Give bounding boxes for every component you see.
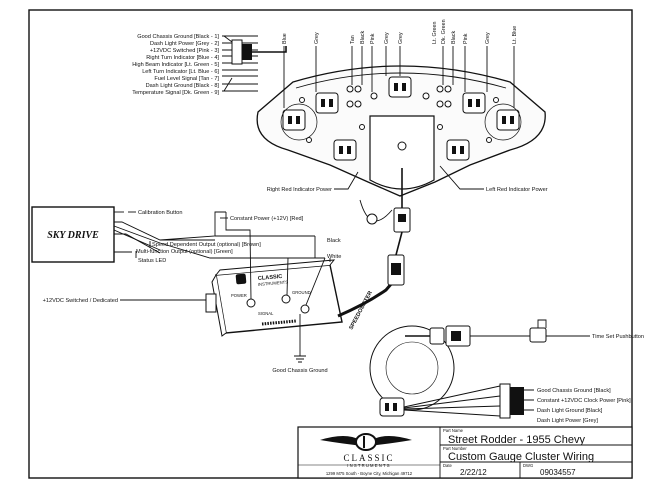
connector-pin-labels: Good Chassis Ground [Black - 1] Dash Lig… — [132, 34, 219, 96]
time-set-pushbutton — [529, 327, 547, 343]
gauge-socket-left-1 — [282, 109, 306, 131]
wire-label-grey-4: Grey — [485, 32, 491, 44]
clock-harness-connector — [499, 383, 511, 419]
wire-label-grey-2: Grey — [384, 32, 390, 44]
part-number-value: Custom Gauge Cluster Wiring — [448, 451, 594, 463]
terminal-ground-screw — [281, 294, 291, 304]
speedometer-sensor-cable — [337, 275, 400, 318]
terminal-signal-label: SIGNAL — [258, 311, 274, 316]
right-indicator-label: Right Red Indicator Power — [267, 187, 332, 193]
wire-label-grey-3: Grey — [398, 32, 404, 44]
module-logo-badge — [235, 273, 247, 285]
speedometer-plate — [369, 115, 435, 190]
dial-right-outline — [484, 103, 522, 141]
wire-label-pink-1: Pink — [370, 33, 376, 44]
pin-label-2: Dash Light Power [Grey - 2] — [150, 41, 219, 47]
sky-drive-leads — [113, 211, 325, 259]
sky-drive-logo: SKY DRIVE — [47, 230, 99, 241]
date-value: 2/22/12 — [460, 468, 487, 477]
date-caption: Date — [443, 463, 453, 468]
clock-harness — [369, 319, 590, 419]
dwg-caption: DWG — [523, 463, 533, 468]
gauge-cluster — [256, 65, 546, 225]
gauge-socket-left-2 — [315, 92, 339, 114]
calibration-button-label: Calibration Button — [138, 210, 182, 216]
nine-pin-connector — [222, 35, 287, 92]
time-set-label: Time Set Pushbutton — [592, 334, 644, 340]
switched-power-label: +12VDC Switched / Dedicated — [43, 298, 118, 304]
cluster-harness-plug — [387, 168, 411, 286]
speedometer-pivot — [397, 141, 407, 151]
sky-drive-annotation-leaders — [128, 211, 151, 258]
dwg-value: 09034557 — [540, 468, 576, 477]
gauge-socket-right-1 — [496, 109, 520, 131]
multi-output-label: Multi-function Output (optional) [Green] — [136, 249, 233, 255]
gauge-socket-left-3 — [333, 139, 357, 161]
wire-label-black-2: Black — [451, 31, 457, 44]
wire-label-tan: Tan — [350, 35, 356, 44]
white-wire-label: White — [327, 254, 341, 260]
pin-label-3: +12VDC Switched [Pink - 3] — [150, 48, 220, 54]
pin-label-7: Fuel Level Signal [Tan - 7] — [154, 76, 219, 82]
indicator-bulbs — [299, 85, 499, 143]
pin-label-5: High Beam Indicator [Lt. Green - 5] — [132, 62, 219, 68]
pin-label-8: Dash Light Ground [Black - 8] — [146, 83, 220, 89]
company-logo — [320, 433, 412, 451]
gauge-socket-right-2 — [462, 92, 486, 114]
wire-label-grey-1: Grey — [314, 32, 320, 44]
pin-label-6: Left Turn Indicator [Lt. Blue - 6] — [142, 69, 219, 75]
wire-label-lt-green: Lt. Green — [432, 22, 438, 44]
gauge-socket-center — [388, 76, 412, 98]
title-block — [297, 426, 633, 479]
company-address: 1299 M75 South - Boyne City, Michigan 49… — [326, 471, 413, 476]
module-wires — [120, 212, 331, 363]
speedometer-module — [205, 259, 343, 337]
top-wire-labels: Blue Grey Tan Black Pink Grey Grey Dk. G… — [282, 19, 518, 44]
clock-socket — [379, 397, 405, 417]
module-brand-line2: INSTRUMENTS — [258, 279, 289, 287]
good-chassis-ground-label: Good Chassis Ground — [272, 368, 327, 374]
sky-drive-box — [31, 206, 115, 263]
left-indicator-label: Left Red Indicator Power — [486, 187, 548, 193]
wire-label-dk-green: Dk. Green — [441, 19, 447, 44]
terminal-power-screw — [246, 298, 256, 308]
speedometer-bulb-socket — [366, 213, 378, 225]
clock-line-3: Dash Light Ground [Black] — [537, 408, 603, 414]
time-set-plug — [429, 325, 471, 347]
terminal-signal-screw — [300, 304, 310, 314]
constant-power-label: Constant Power (+12V) [Red] — [230, 216, 304, 222]
part-name-caption: Part Name — [443, 428, 464, 433]
top-wires — [283, 46, 515, 108]
part-name-value: Street Rodder - 1955 Chevy — [448, 434, 585, 446]
wire-label-blue: Blue — [282, 33, 288, 44]
wire-label-lt-blue: Lt. Blue — [512, 26, 518, 44]
wire-label-pink-2: Pink — [463, 33, 469, 44]
module-brand-line1: CLASSIC — [258, 274, 283, 282]
black-wire-label: Black — [327, 238, 341, 244]
pin-label-4: Right Turn Indicator [Blue - 4] — [146, 55, 219, 61]
gauge-socket-right-3 — [446, 139, 470, 161]
company-name-line2: INSTRUMENTS — [347, 463, 390, 468]
company-name-line1: CLASSIC — [343, 453, 394, 463]
speed-output-label: Speed Dependent Output (optional) [Brown… — [152, 242, 261, 248]
dial-left-outline — [280, 103, 318, 141]
module-left-plug — [205, 293, 217, 313]
pin-label-9: Temperature Signal [Dk. Green - 9] — [132, 90, 219, 96]
clock-line-2: Constant +12VDC Clock Power [Pink] — [537, 398, 631, 404]
clock-outline — [369, 325, 455, 411]
part-number-caption: Part Number — [443, 446, 467, 451]
pin-label-1: Good Chassis Ground [Black - 1] — [137, 34, 219, 40]
clock-line-1: Good Chassis Ground [Black] — [537, 388, 611, 394]
terminal-power-label: POWER — [231, 293, 247, 298]
terminal-ground-label: GROUND — [292, 290, 311, 295]
clock-line-4: Dash Light Power [Grey] — [537, 418, 598, 424]
wire-label-black-1: Black — [360, 31, 366, 44]
status-led-label: Status LED — [138, 258, 166, 264]
